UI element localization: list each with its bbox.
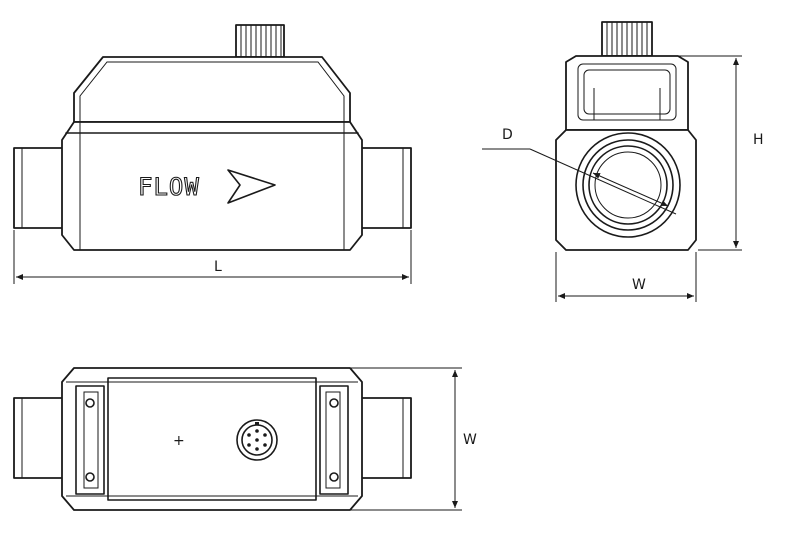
dimension-width-end-view: W [555, 252, 697, 302]
round-connector-icon [236, 419, 278, 461]
dimension-length-label: L [214, 259, 222, 275]
dimension-length: L [13, 230, 412, 284]
top-connector-thread [235, 24, 285, 58]
front-view: FLOW L [13, 24, 412, 284]
end-view: D H W [482, 21, 764, 302]
dimension-diameter-label: D [502, 127, 513, 143]
top-view: + W [13, 367, 477, 511]
end-view-connector-thread [601, 21, 653, 57]
dimension-width-top-view: W [350, 367, 477, 511]
housing-cover [73, 56, 351, 123]
dimension-width-top-label: W [463, 432, 477, 448]
left-pipe-end [13, 147, 70, 229]
top-view-body [61, 367, 363, 511]
main-body [61, 121, 363, 251]
dimension-height-label: H [753, 132, 764, 148]
dimension-diameter: D [482, 127, 677, 215]
flow-arrow-icon [227, 169, 276, 204]
center-mark: + [173, 433, 185, 449]
left-clamp [75, 385, 105, 495]
flow-label: FLOW [138, 173, 200, 201]
dimension-width-end-label: W [632, 277, 646, 293]
right-clamp [319, 385, 349, 495]
top-view-left-pipe-end [13, 397, 70, 479]
top-view-cover-plate [107, 377, 317, 501]
dimension-height: H [652, 55, 764, 251]
top-view-right-pipe-end [353, 397, 412, 479]
